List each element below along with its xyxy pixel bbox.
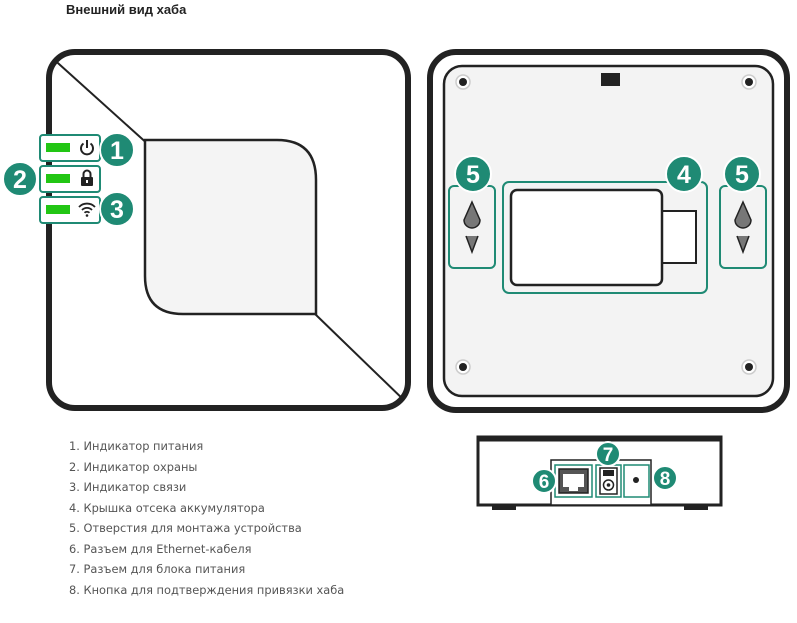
pairing-button-icon [633, 477, 639, 483]
mounting-hole-right-tip [736, 235, 750, 255]
badge-3: 3 [99, 191, 135, 227]
pairing-button-highlight [623, 464, 650, 498]
mounting-hole-left-tip [465, 235, 479, 255]
back-corner-screw [455, 74, 471, 90]
badge-1: 1 [99, 132, 135, 168]
battery-cover [509, 188, 664, 287]
ethernet-port-icon [558, 468, 589, 494]
badge-5-right: 5 [723, 155, 761, 193]
badge-7: 7 [595, 441, 621, 467]
side-foot-left [492, 505, 516, 510]
badge-5-left: 5 [454, 155, 492, 193]
wifi-icon [78, 202, 96, 217]
legend-item: 2. Индикатор охраны [69, 459, 198, 474]
svg-text:8: 8 [660, 469, 671, 490]
hub-back-view: 4 5 5 [427, 49, 790, 413]
led-connection [46, 205, 70, 214]
hub-front-view: 1 2 3 [2, 49, 411, 411]
power-jack-icon [599, 467, 618, 495]
svg-text:1: 1 [110, 137, 124, 165]
front-center-panel [143, 138, 318, 316]
badge-2: 2 [2, 161, 38, 197]
svg-text:5: 5 [466, 161, 480, 189]
legend-list: 1. Индикатор питания 2. Индикатор охраны… [69, 436, 344, 600]
led-security [46, 174, 70, 183]
back-corner-screw [741, 359, 757, 375]
page-title: Внешний вид хаба [66, 2, 187, 17]
legend-item: 1. Индикатор питания [69, 439, 204, 453]
led-power [46, 143, 70, 152]
badge-8: 8 [652, 465, 678, 491]
svg-text:7: 7 [603, 445, 614, 466]
back-corner-screw [455, 359, 471, 375]
mounting-hole-left [463, 200, 481, 229]
hub-side-view: 6 7 8 [476, 435, 723, 510]
badge-4: 4 [665, 155, 703, 193]
mounting-hole-right [734, 200, 752, 229]
svg-text:5: 5 [735, 161, 749, 189]
power-icon [80, 140, 94, 156]
legend-item: 6. Разъем для Ethernet-кабеля [69, 541, 252, 556]
battery-cover-highlight [502, 181, 708, 294]
svg-text:6: 6 [539, 472, 550, 493]
svg-text:4: 4 [677, 161, 691, 189]
front-edge-line-bottom [313, 312, 408, 405]
side-foot-right [684, 505, 708, 510]
legend-item: 7. Разъем для блока питания [69, 562, 246, 576]
svg-text:3: 3 [110, 196, 124, 224]
back-corner-screw [741, 74, 757, 90]
legend-item: 8. Кнопка для подтверждения привязки хаб… [69, 582, 345, 597]
front-edge-line-top [49, 54, 151, 147]
svg-text:2: 2 [13, 166, 27, 194]
badge-6: 6 [531, 468, 557, 494]
legend-item: 3. Индикатор связи [69, 480, 187, 494]
legend-item: 5. Отверстия для монтажа устройства [69, 521, 302, 535]
legend-item: 4. Крышка отсека аккумулятора [69, 500, 265, 515]
lock-icon [81, 169, 93, 186]
back-top-slot [601, 73, 620, 86]
